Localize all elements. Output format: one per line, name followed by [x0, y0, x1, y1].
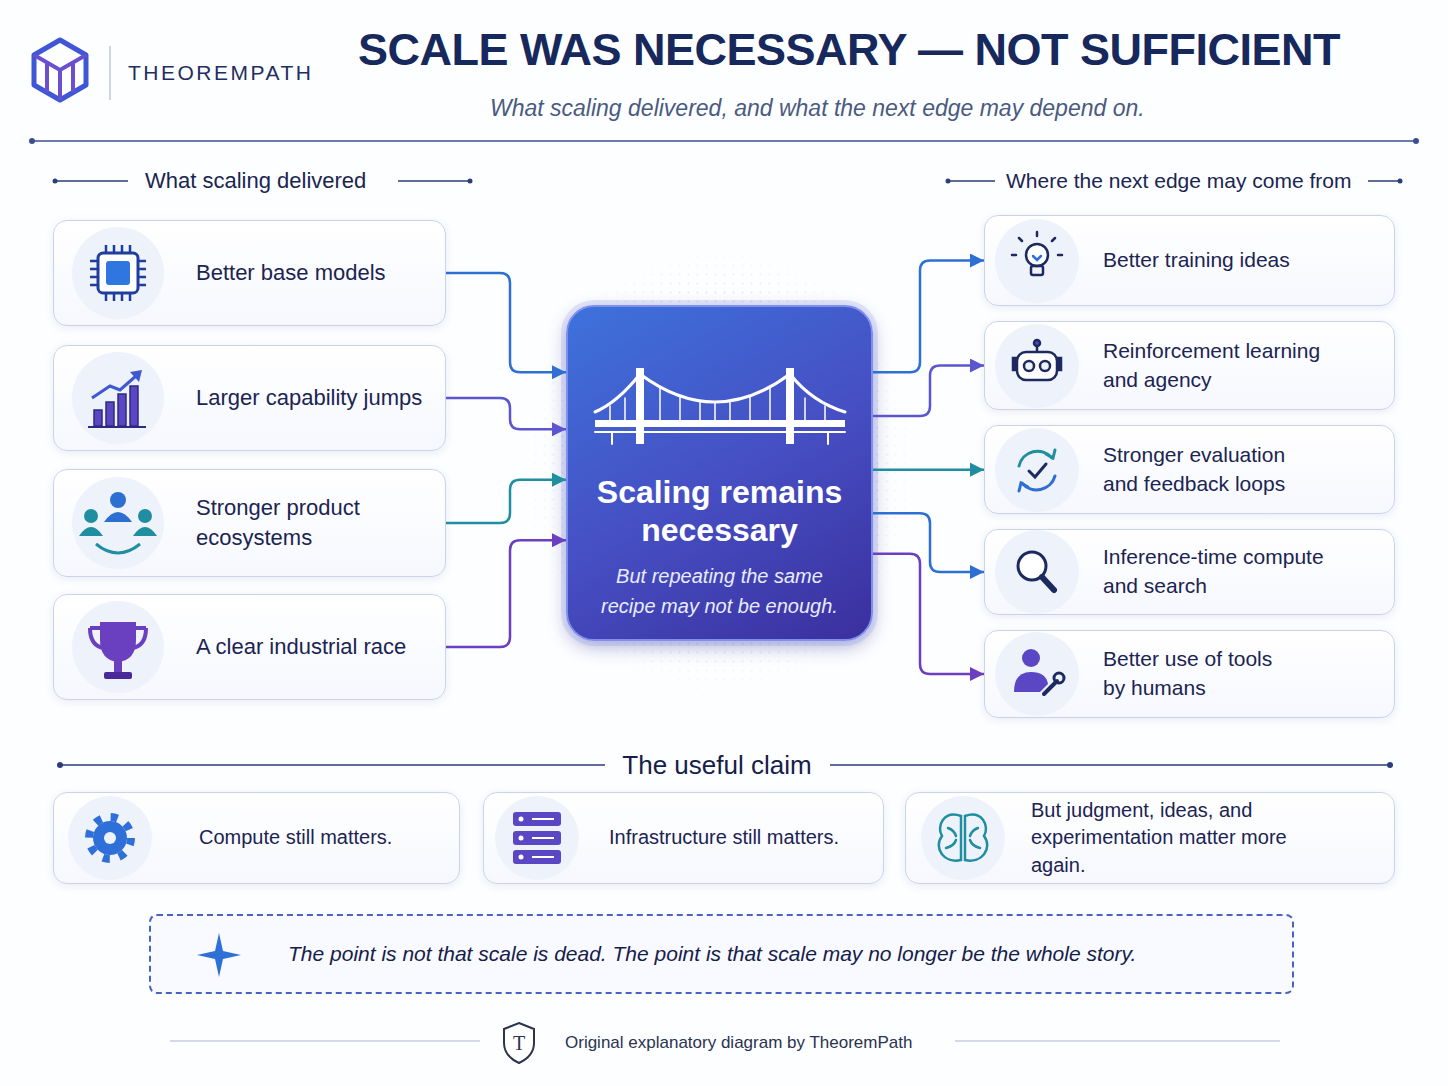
- lightbulb-icon: [1012, 232, 1062, 275]
- server-icon: [513, 812, 561, 864]
- person-wrench-icon: [1014, 649, 1064, 694]
- callout-text: The point is not that scale is dead. The…: [288, 940, 1288, 969]
- connector-arrow: [873, 366, 984, 416]
- text-column: Better use of tools by humans: [1103, 645, 1275, 703]
- text-column: A clear industrial race: [196, 632, 445, 662]
- text-column: Stronger evaluation and feedback loops: [1103, 441, 1303, 499]
- connector-arrow: [446, 273, 566, 372]
- connector-arrow: [446, 480, 566, 523]
- box-label: Better base models: [196, 258, 445, 288]
- box-label: Better training ideas: [1103, 246, 1373, 275]
- bridge-illustration: [595, 368, 845, 444]
- box-label: Stronger product ecosystems: [196, 493, 445, 554]
- text-column: Infrastructure still matters.: [609, 824, 879, 852]
- box-label: But judgment, ideas, and experimentation…: [1031, 797, 1331, 880]
- box-label: Inference-time compute and search: [1103, 543, 1353, 601]
- diagram-title: SCALE WAS NECESSARY — NOT SUFFICIENT: [358, 22, 1340, 78]
- bar-chart-icon: [88, 370, 146, 427]
- shield-icon: [504, 1023, 534, 1063]
- shield-letter: T: [506, 1029, 532, 1057]
- connector-arrow: [873, 261, 984, 373]
- gear-icon: [89, 817, 131, 859]
- people-icon: [79, 492, 157, 553]
- brain-icon: [939, 815, 987, 861]
- connector-arrow: [873, 468, 984, 471]
- box-label: Infrastructure still matters.: [609, 824, 879, 852]
- hub-body: But repeating the same recipe may not be…: [600, 561, 840, 621]
- box-label: Larger capability jumps: [196, 383, 445, 413]
- connector-arrow: [446, 540, 566, 647]
- text-column: The point is not that scale is dead. The…: [288, 940, 1288, 969]
- section-heading: Where the next edge may come from: [1006, 167, 1352, 195]
- magnifier-icon: [1018, 552, 1054, 590]
- robot-icon: [1013, 340, 1061, 380]
- text-column: Compute still matters.: [199, 824, 449, 852]
- footer-caption: Original explanatory diagram by TheoremP…: [565, 1031, 912, 1055]
- text-column: Scaling remains necessaryBut repeating t…: [580, 473, 860, 621]
- box-label: Reinforcement learning and agency: [1103, 337, 1343, 395]
- hub-heading: Scaling remains necessary: [580, 473, 860, 549]
- header-rule: [29, 138, 1419, 144]
- text-column: Better base models: [196, 258, 445, 288]
- trophy-icon: [90, 622, 146, 679]
- brand-wordmark: THEOREMPATH: [128, 60, 313, 86]
- subtitle: What scaling delivered, and what the nex…: [490, 93, 1145, 123]
- star-icon: [197, 933, 241, 977]
- hub-box: Scaling remains necessaryBut repeating t…: [566, 305, 873, 641]
- box-label: Better use of tools by humans: [1103, 645, 1275, 703]
- dot-halo: [520, 240, 920, 700]
- icon-discs: [68, 219, 1079, 880]
- logo-mark: [34, 40, 110, 100]
- section-heading: What scaling delivered: [145, 167, 366, 195]
- cycle-check-icon: [1019, 450, 1055, 491]
- box-label: Stronger evaluation and feedback loops: [1103, 441, 1303, 499]
- text-column: Stronger product ecosystems: [196, 493, 445, 554]
- text-column: Better training ideas: [1103, 246, 1373, 275]
- text-column: Reinforcement learning and agency: [1103, 337, 1343, 395]
- text-column: Larger capability jumps: [196, 383, 445, 413]
- box-label: A clear industrial race: [196, 632, 445, 662]
- callout-box: The point is not that scale is dead. The…: [149, 914, 1294, 994]
- section-rule-dots: [53, 179, 1403, 769]
- box-label: Compute still matters.: [199, 824, 449, 852]
- connector-arrow: [873, 513, 984, 572]
- section-heading: The useful claim: [560, 749, 874, 781]
- text-column: But judgment, ideas, and experimentation…: [1031, 797, 1331, 880]
- text-column: Inference-time compute and search: [1103, 543, 1353, 601]
- chip-icon: [90, 245, 146, 301]
- connector-arrow: [873, 554, 984, 674]
- connector-arrow: [446, 398, 566, 429]
